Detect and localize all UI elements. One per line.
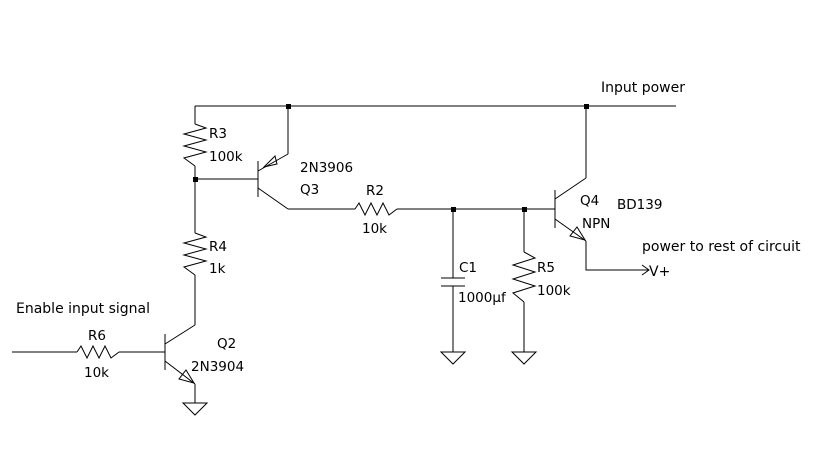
junction-dot (193, 177, 198, 182)
label-c1-value: 1000µf (458, 290, 507, 306)
emitter-arrow-icon (569, 226, 587, 241)
resistor-r6 (76, 344, 120, 360)
transistor-q2 (164, 324, 196, 385)
label-r6-ref: R6 (88, 328, 106, 344)
junction-dots (193, 104, 589, 212)
label-q4-value: BD139 (617, 197, 662, 213)
label-q3-ref: Q3 (300, 182, 319, 198)
wires (12, 105, 676, 403)
label-r2-value: 10k (362, 221, 387, 237)
label-r5-value: 100k (537, 283, 571, 299)
label-q4-type: NPN (582, 216, 610, 232)
transistor-q3 (257, 153, 289, 210)
net-label-vplus: V+ (649, 264, 670, 280)
label-q4-ref: Q4 (580, 193, 599, 209)
label-r5-ref: R5 (537, 260, 555, 276)
ground-icon (510, 351, 538, 365)
resistor-r3 (182, 123, 208, 167)
resistor-r5 (511, 251, 537, 303)
output-arrow-icon (641, 264, 650, 276)
emitter-arrow-icon (178, 369, 196, 384)
label-r3-value: 100k (209, 149, 243, 165)
net-label-output: power to rest of circuit (642, 239, 801, 255)
resistor-r2 (354, 201, 398, 217)
ground-icon (439, 351, 467, 365)
junction-dot (286, 104, 291, 109)
label-q3-value: 2N3906 (300, 160, 353, 176)
label-r4-value: 1k (209, 261, 226, 277)
label-c1-ref: C1 (459, 260, 477, 276)
wire-q4-emitter (585, 241, 648, 271)
capacitor-c1 (441, 277, 465, 287)
label-r3-ref: R3 (209, 126, 227, 142)
label-q2-value: 2N3904 (191, 359, 244, 375)
label-r2-ref: R2 (366, 183, 384, 199)
junction-dot (451, 207, 456, 212)
resistor-r4 (182, 232, 208, 276)
ground-icon (181, 402, 209, 416)
junction-dot (584, 104, 589, 109)
label-r6-value: 10k (84, 365, 109, 381)
label-q2-ref: Q2 (217, 336, 236, 352)
transistor-q4 (554, 177, 587, 242)
emitter-arrow-icon (262, 155, 278, 168)
label-r4-ref: R4 (209, 239, 227, 255)
net-label-input-power: Input power (601, 80, 685, 96)
net-label-enable: Enable input signal (16, 301, 150, 317)
junction-dot (522, 207, 527, 212)
